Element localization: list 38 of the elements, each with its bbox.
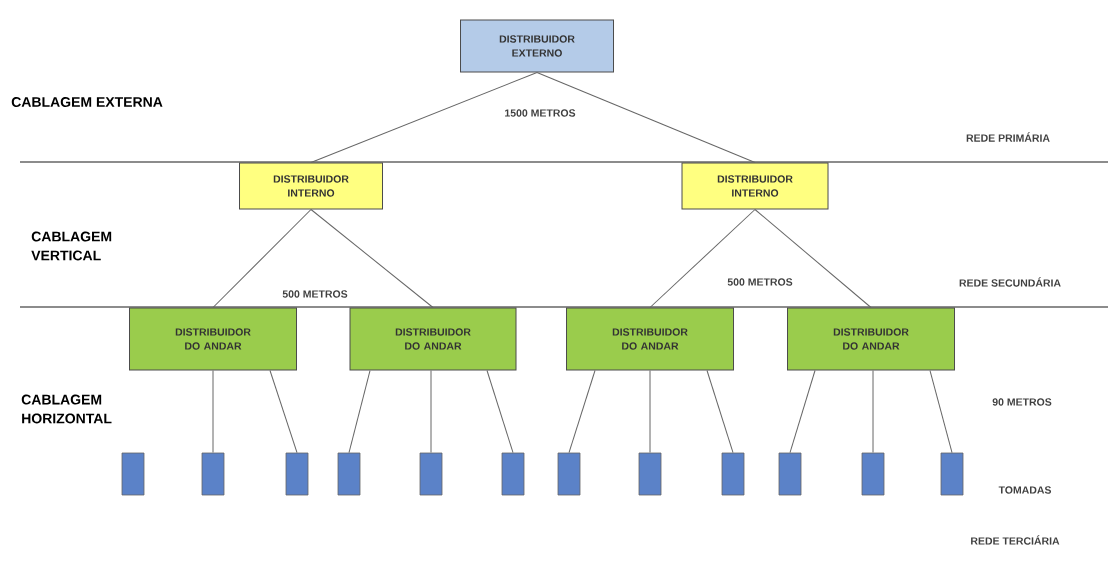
connector-line xyxy=(212,209,312,308)
outlet-box xyxy=(778,452,802,496)
level-label: REDE TERCIÁRIA xyxy=(971,535,1060,545)
distributor-box: DISTRIBUIDOR DO ANDAR xyxy=(349,307,517,371)
outlet-box xyxy=(940,452,964,496)
connector-line xyxy=(212,370,214,454)
distributor-box: DISTRIBUIDOR INTERNO xyxy=(239,162,383,210)
level-label: REDE SECUNDÁRIA xyxy=(959,277,1061,287)
distributor-box: DISTRIBUIDOR DO ANDAR xyxy=(787,307,955,371)
outlet-box xyxy=(638,452,662,496)
level-label: 500 METROS xyxy=(282,290,348,298)
distributor-box: DISTRIBUIDOR DO ANDAR xyxy=(566,307,734,371)
connector-line xyxy=(649,370,651,454)
level-label: 1500 METROS xyxy=(505,109,576,117)
distributor-box: DISTRIBUIDOR INTERNO xyxy=(681,162,829,210)
outlet-box xyxy=(201,452,225,496)
connector-line xyxy=(310,209,434,308)
connector-line xyxy=(536,72,756,163)
distributor-box: DISTRIBUIDOR EXTERNO xyxy=(460,19,614,73)
outlet-box xyxy=(861,452,885,496)
section-label: CABLAGEM VERTICAL xyxy=(31,231,112,261)
connector-line xyxy=(649,209,756,308)
level-label: TOMADAS xyxy=(998,486,1052,494)
connector-line xyxy=(754,209,872,308)
distributor-box: DISTRIBUIDOR DO ANDAR xyxy=(129,307,297,371)
connector-line xyxy=(310,72,538,163)
level-label: 90 METROS xyxy=(992,398,1052,406)
level-label: 500 METROS xyxy=(727,278,793,286)
outlet-box xyxy=(721,452,745,496)
outlet-box xyxy=(285,452,309,496)
outlet-box xyxy=(557,452,581,496)
section-label: CABLAGEM HORIZONTAL xyxy=(21,394,112,424)
outlet-box xyxy=(121,452,145,496)
level-label: REDE PRIMÁRIA xyxy=(966,132,1050,142)
outlet-box xyxy=(337,452,361,496)
section-label: CABLAGEM EXTERNA xyxy=(11,97,163,107)
outlet-box xyxy=(419,452,443,496)
outlet-box xyxy=(501,452,525,496)
